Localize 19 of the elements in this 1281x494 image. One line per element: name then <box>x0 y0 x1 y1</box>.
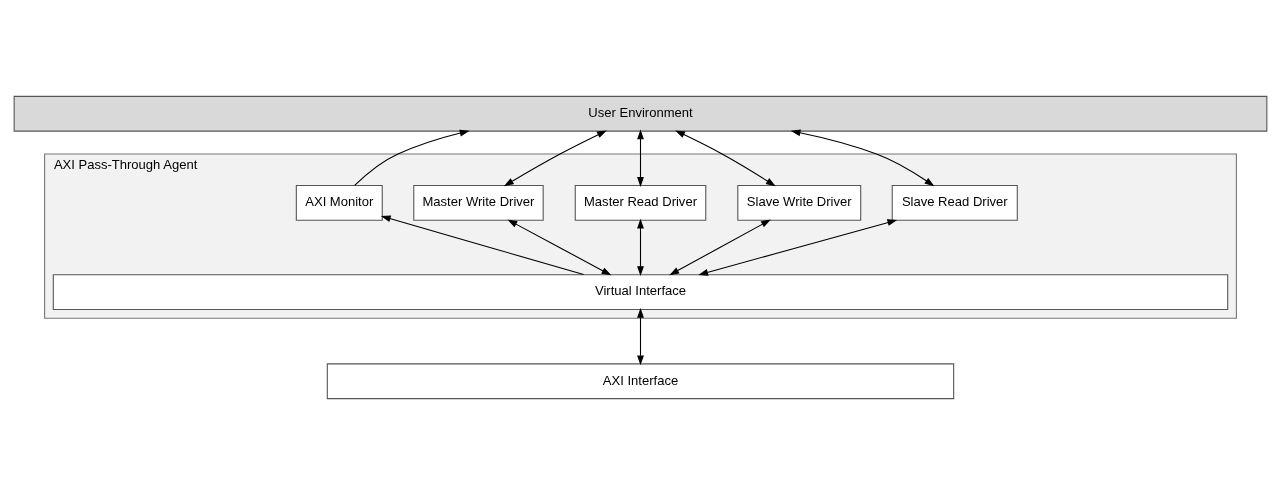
node-box: Virtual Interface <box>52 273 1229 310</box>
arrow <box>637 129 644 187</box>
arrow <box>637 307 644 365</box>
node-box: AXI Interface <box>326 362 955 399</box>
arrow <box>354 129 470 186</box>
node-box: AXI Monitor <box>295 184 383 221</box>
node-box: Slave Write Driver <box>737 184 862 221</box>
node-box: User Environment <box>13 95 1268 132</box>
arrow <box>669 219 771 275</box>
arrow <box>380 214 585 275</box>
node-box: Slave Read Driver <box>891 184 1018 221</box>
arrow <box>698 218 898 276</box>
arrow <box>503 130 607 186</box>
arrow <box>637 218 644 276</box>
node-box: Master Read Driver <box>574 184 707 221</box>
node-box: Master Write Driver <box>413 184 544 221</box>
arrow <box>790 128 935 186</box>
arrow <box>507 219 612 275</box>
arrow <box>675 129 776 186</box>
